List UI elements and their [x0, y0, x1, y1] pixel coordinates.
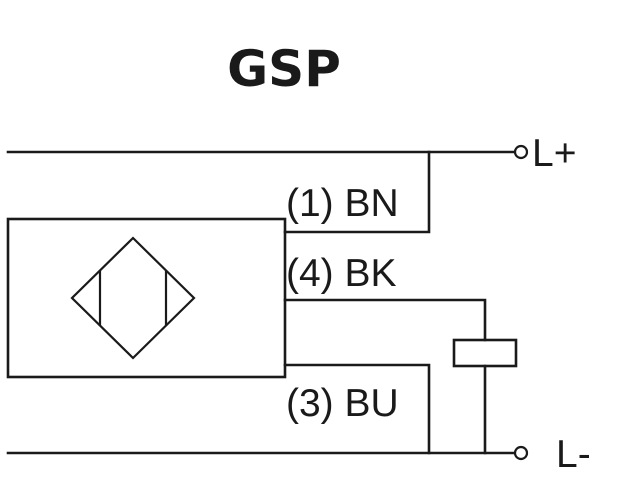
load-symbol	[452, 338, 518, 368]
positive-terminal	[513, 144, 529, 160]
negative-terminal	[513, 445, 529, 461]
black-wire-label: (4) BK	[286, 252, 397, 295]
diagram-title: GSP	[227, 40, 341, 98]
positive-supply-label: L+	[532, 132, 576, 175]
black-wire	[283, 298, 487, 342]
brown-wire-label: (1) BN	[286, 182, 399, 225]
inductive-sensor-icon	[70, 236, 196, 360]
brown-wire	[283, 150, 431, 234]
blue-wire	[283, 363, 431, 455]
blue-wire-label: (3) BU	[286, 382, 399, 425]
negative-supply-label: L-	[556, 433, 591, 476]
sensor-body	[6, 217, 287, 379]
